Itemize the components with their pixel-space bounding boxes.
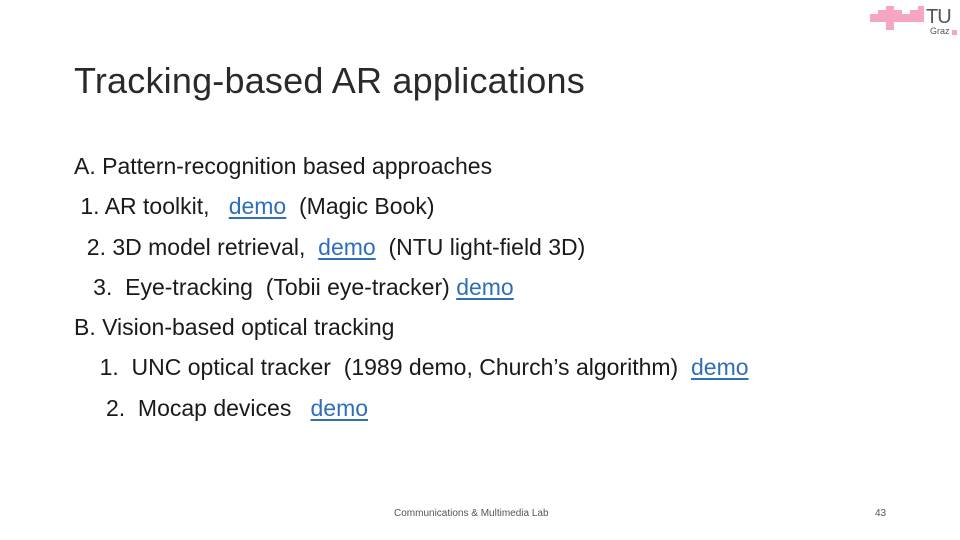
logo-text: TU — [926, 6, 952, 28]
list-item-text: 2. 3D model retrieval, — [86, 233, 319, 260]
slide-title: Tracking-based AR applications — [74, 60, 585, 101]
page-number: 43 — [875, 508, 887, 519]
demo-link[interactable]: demo — [690, 354, 749, 381]
list-item-text: (Magic Book) — [286, 193, 435, 220]
list-item-text: 2. Mocap devices — [105, 394, 311, 421]
list-item-text: A. Pattern-recognition based approaches — [74, 153, 493, 179]
demo-link[interactable]: demo — [456, 273, 514, 300]
footer-lab-name: Communications & Multimedia Lab — [394, 508, 549, 519]
slide-body: A. Pattern-recognition based approaches … — [74, 146, 749, 428]
list-item-a1: 1. AR toolkit, demo (Magic Book) — [74, 186, 749, 226]
list-item-a: A. Pattern-recognition based approaches — [74, 146, 749, 186]
logo-subtext: Graz — [930, 26, 950, 36]
list-item-text: B. Vision-based optical tracking — [74, 314, 395, 341]
list-item-b1: 1. UNC optical tracker (1989 demo, Churc… — [74, 347, 749, 387]
list-item-b: B. Vision-based optical tracking — [74, 307, 749, 347]
tu-graz-logo — [870, 6, 957, 35]
list-item-a3: 3. Eye-tracking (Tobii eye-tracker) demo — [74, 267, 749, 307]
demo-link[interactable]: demo — [310, 394, 369, 421]
list-item-text: 3. Eye-tracking (Tobii eye-tracker) — [93, 273, 457, 300]
list-item-text: 1. UNC optical tracker (1989 demo, Churc… — [99, 354, 691, 381]
list-item-a2: 2. 3D model retrieval, demo (NTU light-f… — [74, 227, 749, 267]
demo-link[interactable]: demo — [228, 193, 287, 220]
list-item-text: 1. AR toolkit, — [80, 193, 229, 220]
list-item-b2: 2. Mocap devices demo — [74, 388, 749, 428]
demo-link[interactable]: demo — [318, 233, 376, 260]
list-item-text: (NTU light-field 3D) — [375, 233, 586, 260]
